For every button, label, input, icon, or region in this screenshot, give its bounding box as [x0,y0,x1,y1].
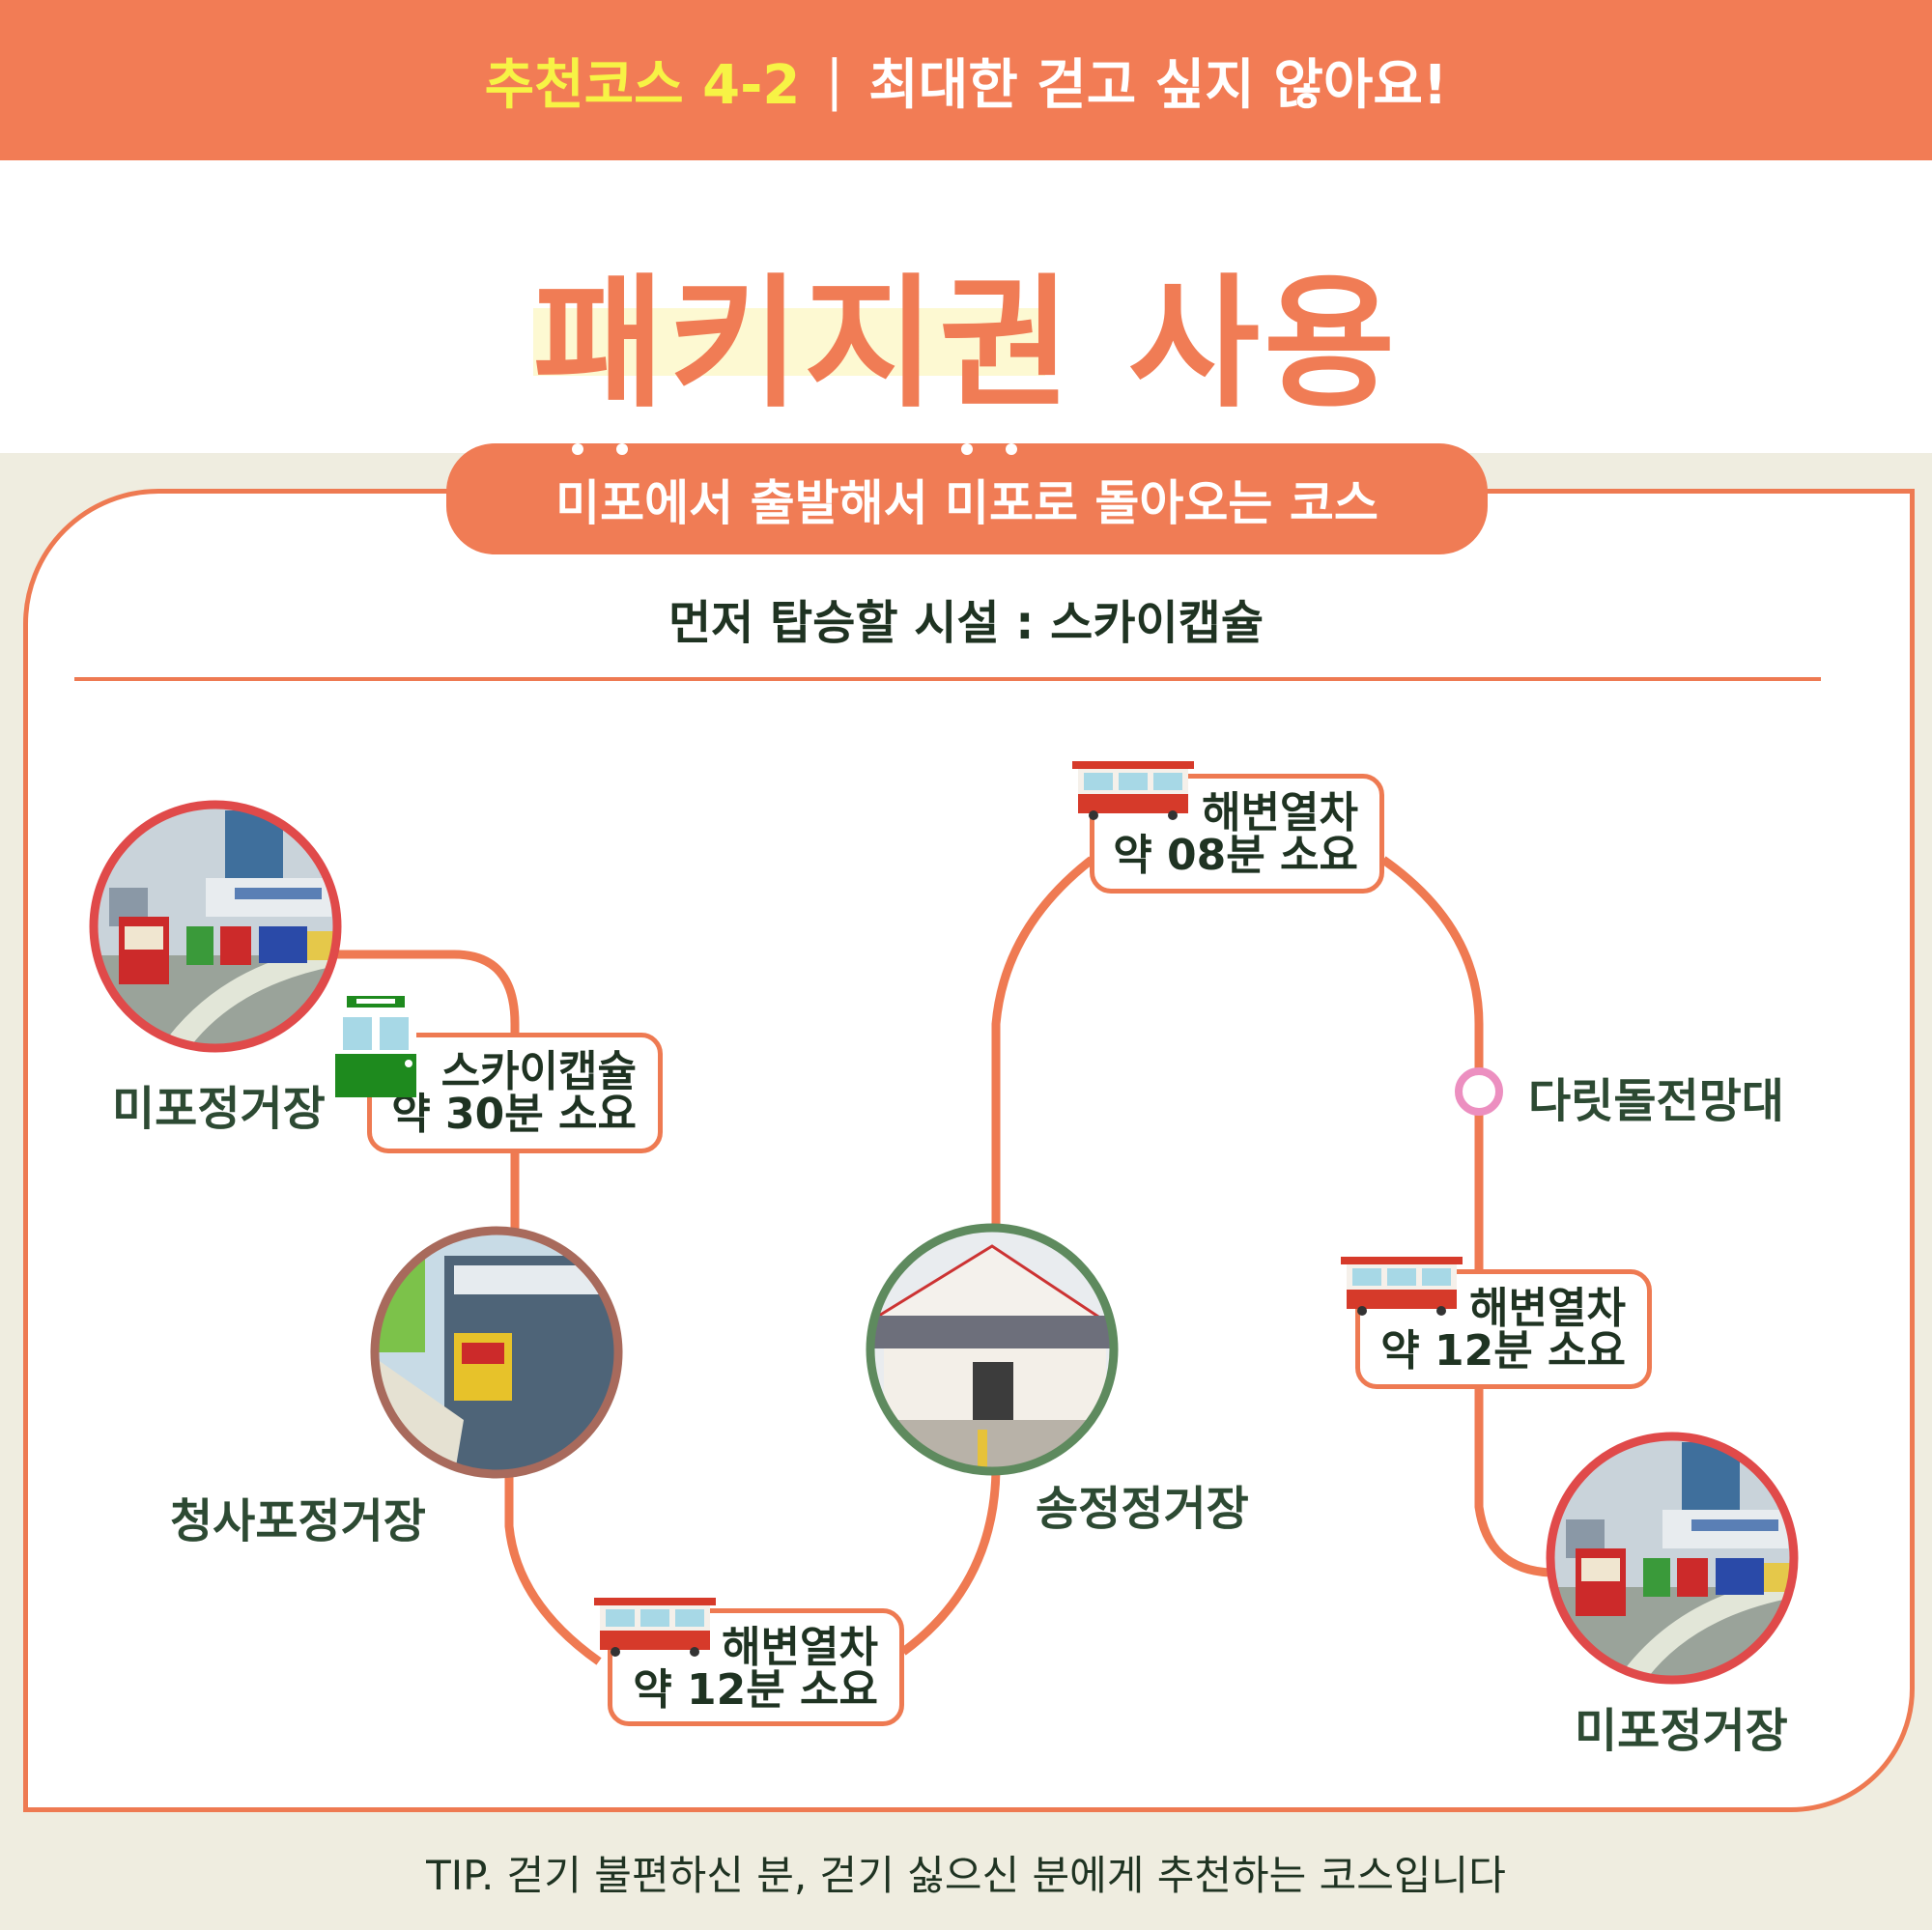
pill-text: 에서 출발해서 [644,474,945,531]
course-description-pill: 미 포 에서 출발해서 미 포 로 돌아오는 코스 [446,442,1488,554]
ride-box-sky-capsule: 스카이캡슐 약 30분 소요 [367,1033,663,1153]
ride-duration: 약 12분 소요 [1380,1326,1626,1376]
course-number: 추천코스 4-2 [484,53,801,117]
ride-vehicle: 스카이캡슐 [440,1047,637,1096]
emphasis-char: 미 [945,442,989,534]
beach-train-icon [594,1598,716,1657]
ride-duration: 약 12분 소요 [633,1665,878,1715]
divider [74,677,1821,681]
stop-label-daritdol: 다릿돌전망대 [1528,1074,1784,1128]
station-photo-mipo-return [1546,1432,1799,1685]
emphasis-char: 포 [600,442,644,534]
emphasis-char: 미 [555,442,600,534]
station-label-songjeong: 송정정거장 [1036,1470,1249,1544]
station-photo-songjeong [866,1223,1119,1476]
header-separator: | [825,48,844,112]
route-line [333,856,1551,1665]
ride-duration: 약 30분 소요 [391,1090,637,1139]
station-label-cheongsapo: 청사포정거장 [170,1483,426,1556]
stop-marker [1455,1067,1503,1116]
course-tagline: 최대한 걷고 싶지 않아요! [868,53,1448,117]
sky-capsule-icon [335,996,416,1097]
ride-box-beach-train: 해변열차 약 12분 소요 [608,1608,904,1726]
ride-vehicle: 해변열차 [1202,788,1358,837]
station-label-mipo-return: 미포정거장 [1575,1704,1788,1758]
ride-vehicle: 해변열차 [722,1623,878,1672]
header-banner: 추천코스 4-2 | 최대한 걷고 싶지 않아요! [0,0,1932,160]
station-photo-mipo [89,800,342,1053]
pill-text: 로 돌아오는 코스 [1034,474,1378,531]
emphasis-char: 포 [989,442,1034,534]
beach-train-icon [1072,761,1194,820]
station-photo-cheongsapo [370,1226,623,1479]
first-ride-subtitle: 먼저 탑승할 시설 : 스카이캡슐 [668,596,1264,650]
ride-duration: 약 08분 소요 [1113,831,1358,880]
station-label-mipo: 미포정거장 [112,1070,326,1144]
ride-vehicle: 해변열차 [1469,1284,1626,1333]
page-title: 패키지권 사용 [532,261,1400,427]
beach-train-icon [1341,1257,1463,1316]
tip-text: TIP. 걷기 불편하신 분, 걷기 싫으신 분에게 추천하는 코스입니다 [426,1852,1506,1899]
title-highlight [533,308,1045,376]
